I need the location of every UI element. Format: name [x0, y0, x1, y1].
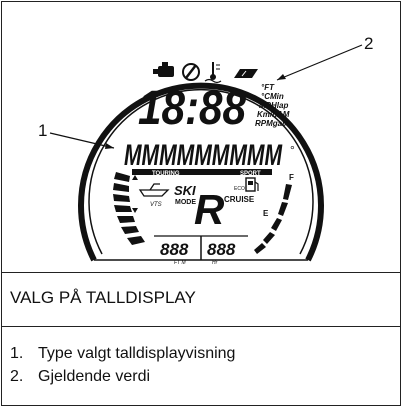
mode-touring: TOURING — [152, 171, 180, 177]
segment-text: MMMMMMMMM — [124, 139, 283, 172]
unit-labels: °FT °CMin MPHlap Km/hAM RPMgal/h — [255, 83, 292, 128]
callout-1: 1 — [38, 121, 47, 140]
engine-icon — [153, 62, 174, 77]
temperature-icon — [204, 62, 222, 84]
callout-2: 2 — [364, 34, 373, 53]
cruise-label: CRUISE — [224, 195, 255, 204]
main-digits: 18:88 — [138, 82, 246, 135]
bottom-right-digits: 888 — [207, 240, 236, 259]
fuel-empty-label: E — [263, 209, 269, 218]
legend-number: 2. — [10, 368, 24, 385]
eco-label: ECO — [234, 186, 245, 192]
legend-list: 1. Type valgt talldisplayvisning 2. Gjel… — [10, 342, 235, 388]
legend-text: Gjeldende verdi — [38, 368, 151, 385]
legend-text: Type valgt talldisplayvisning — [38, 345, 236, 362]
legend-number: 1. — [10, 345, 24, 362]
fuel-pump-icon — [245, 177, 259, 192]
bottom-left-unit: FT M — [174, 260, 186, 266]
unit-label-5: RPMgal/h — [255, 119, 292, 128]
unit-label-4: Km/hAM — [257, 110, 290, 119]
callout-2-arrowhead — [277, 74, 286, 80]
bottom-left-digits: 888 — [160, 240, 189, 259]
unit-label-1: °FT — [261, 83, 275, 92]
caption-divider-top — [2, 272, 400, 273]
gauge-outer-ring — [78, 82, 324, 262]
wrench-icon — [182, 63, 200, 81]
ski-label: SKI — [174, 183, 196, 198]
bottom-right-unit: Hr — [212, 260, 218, 266]
caption-title: VALG PÅ TALLDISPLAY — [10, 288, 196, 307]
gauge-illustration: 18:88 °FT °CMin MPHlap Km/hAM RPMgal/h M… — [38, 34, 373, 266]
mode-sport: SPORT — [240, 171, 261, 177]
unit-label-3: MPHlap — [259, 101, 288, 110]
legend-item: 1. Type valgt talldisplayvisning — [10, 342, 235, 365]
legend-item: 2. Gjeldende verdi — [10, 365, 235, 388]
fuel-full-label: F — [289, 173, 294, 182]
left-segment-bar — [113, 172, 145, 245]
gauge-inner-ring — [88, 88, 314, 255]
unit-label-2: °CMin — [261, 92, 284, 101]
vts-label: VTS — [150, 202, 162, 208]
gear-letter: R — [194, 186, 225, 233]
ibr-icon — [234, 69, 258, 78]
caption-divider-bottom — [2, 326, 400, 327]
right-segment-bar — [254, 184, 292, 254]
down-arrow-icon — [132, 208, 138, 213]
mode-label: MODE — [175, 199, 196, 206]
watercraft-icon — [138, 183, 170, 197]
callout-1-arrowhead — [105, 143, 114, 149]
mode-bar — [132, 169, 272, 175]
degree-mark: ° — [290, 143, 295, 157]
up-arrow-icon — [132, 175, 138, 180]
